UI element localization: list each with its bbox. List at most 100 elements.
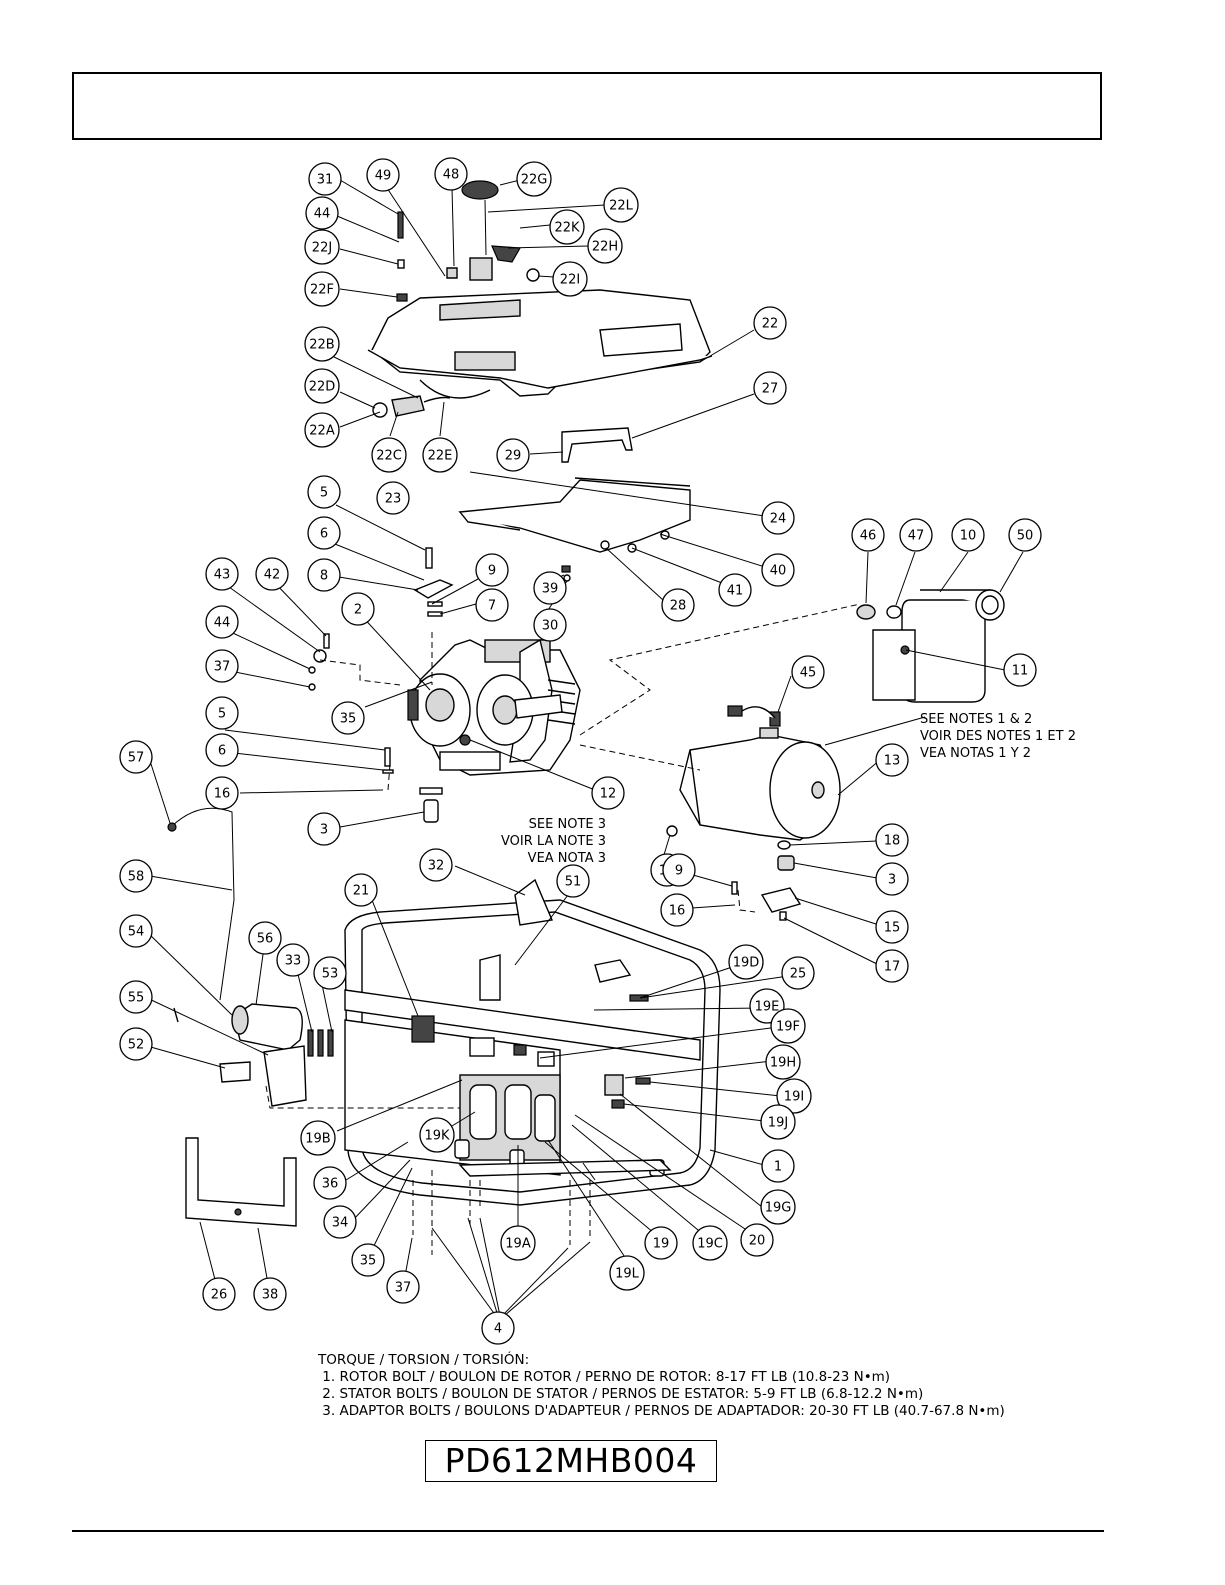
callout-bubble [644,1226,678,1260]
callout-label: 19D [733,956,760,971]
callout-label: 19E [755,1000,780,1015]
callout-45: 45 [791,655,825,689]
callout-9b: 9 [662,853,696,887]
callout-bubble [341,592,375,626]
callout-19: 19 [644,1226,678,1260]
callout-label: 44 [314,207,331,222]
callout-10: 10 [951,518,985,552]
callout-bubble [205,557,239,591]
callout-2: 2 [341,592,375,626]
callout-bubble [728,944,764,980]
callout-label: 19J [768,1116,788,1131]
fuel-tank [367,289,713,399]
callout-bubble [119,1027,153,1061]
callout-label: 58 [128,870,145,885]
callout-bubble [591,776,625,810]
callout-label: 12 [600,787,617,802]
callout-25: 25 [781,956,815,990]
callout-label: 19F [776,1020,800,1035]
callout-label: 19H [770,1056,796,1071]
handle-bracket [185,1137,297,1227]
callout-19F: 19F [770,1008,806,1044]
callout-bubble [761,553,795,587]
callout-label: 6 [320,527,328,542]
callout-bubble [552,261,588,297]
callout-bubble [202,1277,236,1311]
callout-11: 11 [1003,653,1037,687]
callout-22C: 22C [371,437,407,473]
callout-bubble [419,1117,455,1153]
callout-53: 53 [313,956,347,990]
callout-4: 4 [481,1311,515,1345]
callout-label: 35 [360,1254,377,1269]
callout-43: 43 [205,557,239,591]
callout-19H: 19H [765,1044,801,1080]
callout-21: 21 [344,873,378,907]
callout-label: 3 [320,823,328,838]
callout-22I: 22I [552,261,588,297]
adaptor-note-line2: VOIR LA NOTE 3 [501,834,606,849]
callout-bubble [791,655,825,689]
callout-label: 37 [395,1281,412,1296]
callout-16b: 16 [660,893,694,927]
callout-label: 33 [285,954,302,969]
callout-bubble [307,475,341,509]
callout-label: 32 [428,859,445,874]
callout-label: 5 [218,707,226,722]
callout-bubble [422,437,458,473]
callout-bubble [119,914,153,948]
callout-label: 9 [675,864,683,879]
callout-bubble [951,518,985,552]
callout-label: 22C [376,449,402,464]
callout-22B: 22B [304,326,340,362]
callout-8: 8 [307,558,341,592]
callout-label: 16 [669,904,686,919]
callout-label: 22J [312,241,332,256]
alternator [666,705,841,921]
callout-bubble [304,271,340,307]
callout-48: 48 [434,157,468,191]
callout-label: 30 [542,619,559,634]
callout-bubble [496,438,530,472]
callout-label: 48 [443,168,460,183]
callout-label: 36 [322,1177,339,1192]
callout-label: 22G [521,173,548,188]
callout-41: 41 [718,573,752,607]
callout-23: 23 [376,481,410,515]
callout-label: 22A [309,424,335,439]
fuel-valve [372,395,451,418]
adaptor-note: SEE NOTE 3 VOIR LA NOTE 3 VEA NOTA 3 [501,817,606,866]
callout-bubble [740,1223,774,1257]
callout-bubble [344,873,378,907]
callout-bubble [475,588,509,622]
callout-label: 26 [211,1288,228,1303]
callout-label: 35 [340,712,357,727]
alignment-lines [265,603,861,1255]
callout-label: 52 [128,1038,145,1053]
callout-bubble [255,557,289,591]
callout-label: 56 [257,932,274,947]
callout-bubble [609,1255,645,1291]
callout-bubble [718,573,752,607]
callout-label: 50 [1017,529,1034,544]
callout-bubble [205,696,239,730]
stator-note: SEE NOTES 1 & 2 VOIR DES NOTES 1 ET 2 VE… [920,712,1076,761]
callout-bubble [753,371,787,405]
callout-19D: 19D [728,944,764,980]
callout-label: 19L [615,1267,640,1282]
callout-label: 25 [790,967,807,982]
callout-bubble [300,1120,336,1156]
callout-label: 29 [505,449,522,464]
callout-bubble [781,956,815,990]
callout-bubble [307,558,341,592]
callout-49: 49 [366,158,400,192]
callout-bubble [313,1166,347,1200]
callout-bubble [323,1205,357,1239]
callout-label: 45 [800,666,817,681]
callout-label: 19B [305,1132,330,1147]
callout-22L: 22L [603,187,639,223]
callout-bubble [765,1044,801,1080]
callout-bubble [205,776,239,810]
